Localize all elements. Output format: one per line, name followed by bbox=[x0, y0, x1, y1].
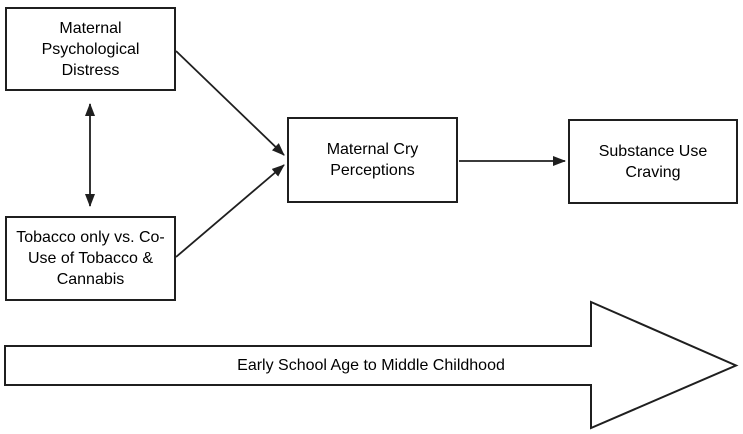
timeline-block-arrow bbox=[4, 300, 739, 430]
arrow-distress-to-cry-perceptions bbox=[175, 50, 285, 156]
node-label: Tobacco only vs. Co- Use of Tobacco & Ca… bbox=[16, 229, 165, 288]
node-label: Maternal Cry Perceptions bbox=[326, 141, 419, 179]
node-maternal-cry-perceptions: Maternal Cry Perceptions bbox=[287, 117, 458, 203]
arrow-tobacco-to-cry-perceptions bbox=[175, 164, 285, 258]
node-label: Maternal Psychological Distress bbox=[41, 19, 140, 79]
node-substance-use-craving: Substance Use Craving bbox=[568, 119, 738, 204]
node-tobacco-only-vs-co-use: Tobacco only vs. Co- Use of Tobacco & Ca… bbox=[5, 216, 176, 301]
timeline-label-text: Early School Age to Middle Childhood bbox=[237, 357, 505, 374]
timeline-label: Early School Age to Middle Childhood bbox=[5, 346, 737, 386]
node-maternal-psychological-distress: Maternal Psychological Distress bbox=[5, 7, 176, 91]
node-label: Substance Use Craving bbox=[598, 142, 708, 181]
